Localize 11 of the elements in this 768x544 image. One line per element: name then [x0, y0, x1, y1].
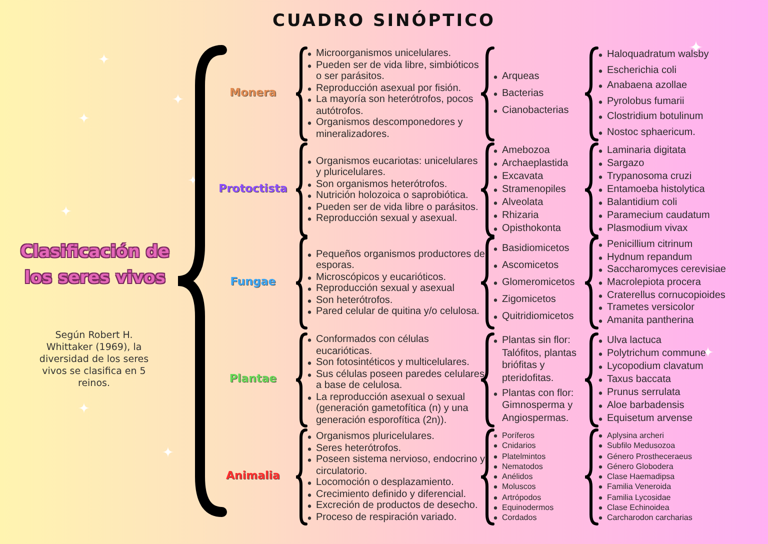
kingdom-name: Protoctista — [218, 182, 288, 195]
kingdom-name: Monera — [228, 86, 278, 99]
kingdom-name: Animalia — [225, 469, 281, 482]
characteristic-item: Poseen sistema nervioso, endocrino y circulatorio. — [307, 454, 485, 477]
kingdom-name: Fungae — [229, 275, 277, 288]
kingdom-name: Plantae — [228, 372, 278, 385]
title: CUADRO SINÓPTICO — [271, 11, 497, 31]
heading: Clasificación de los seres vivos — [20, 241, 170, 290]
characteristic-item: Pequeños organismos productores de esporas. — [307, 248, 485, 272]
characteristic-item: Sus células poseen paredes celulares a base de celulosa. — [307, 368, 485, 392]
description: Según Robert H. Whittaker (1969), la diversidad de los seres vivos se clasifica en 5 reinos. — [38, 330, 150, 390]
